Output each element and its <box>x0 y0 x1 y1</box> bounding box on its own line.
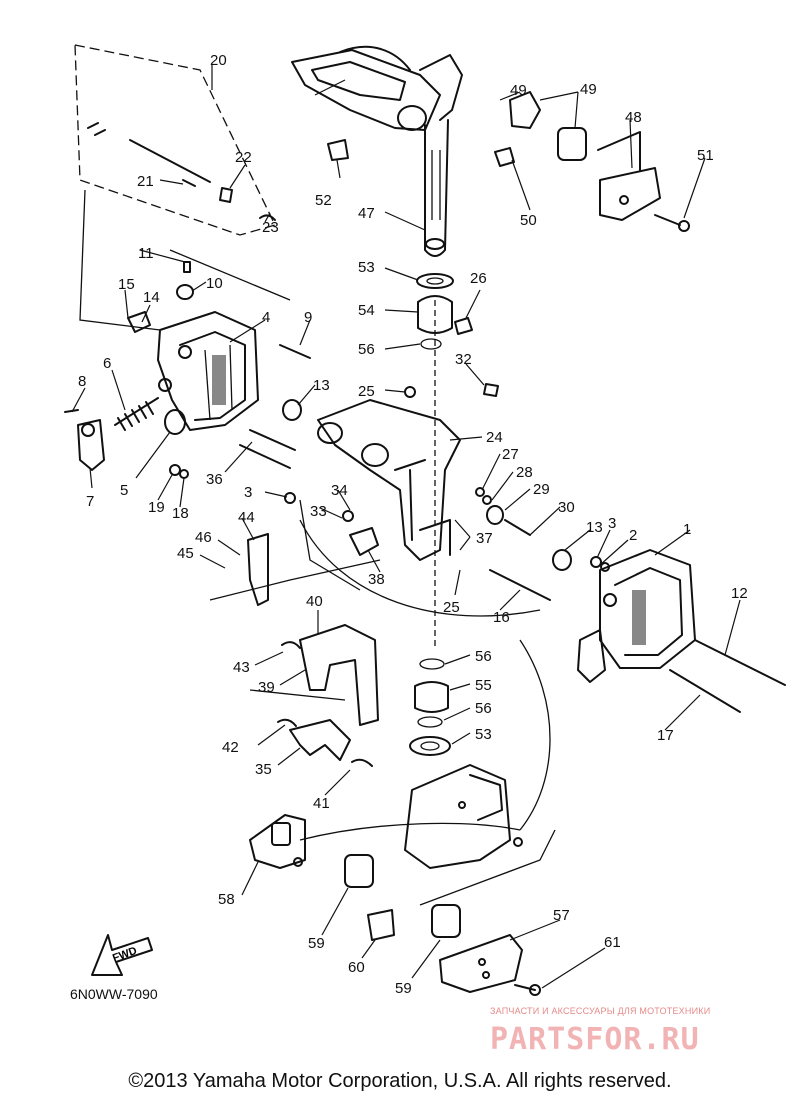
part-label-17: 17 <box>657 727 674 744</box>
part-label-56b: 56 <box>475 648 492 665</box>
part-label-56c: 56 <box>475 700 492 717</box>
part-label-27: 27 <box>502 446 519 463</box>
part-label-22: 22 <box>235 149 252 166</box>
part-label-48: 48 <box>625 109 642 126</box>
part-label-8: 8 <box>78 373 86 390</box>
leader-lines <box>71 65 741 989</box>
part-label-42: 42 <box>222 739 239 756</box>
part-label-12: 12 <box>731 585 748 602</box>
part-label-40: 40 <box>306 593 323 610</box>
part-label-14: 14 <box>143 289 160 306</box>
part-label-9: 9 <box>304 309 312 326</box>
part-label-59b: 59 <box>395 980 412 997</box>
part-label-57: 57 <box>553 907 570 924</box>
clamp-bracket-starboard <box>577 549 696 683</box>
part-label-26: 26 <box>470 270 487 287</box>
part-label-55: 55 <box>475 677 492 694</box>
part-label-39: 39 <box>258 679 275 696</box>
part-label-29: 29 <box>533 481 550 498</box>
part-label-50: 49 <box>510 82 527 99</box>
lower-bushings <box>409 658 451 756</box>
part-label-53a: 53 <box>358 259 375 276</box>
part-label-41: 41 <box>313 795 330 812</box>
part-label-58: 58 <box>218 891 235 908</box>
part-label-45: 45 <box>177 545 194 562</box>
part-label-3b: 3 <box>608 515 616 532</box>
assembly-outlines <box>74 44 556 906</box>
swivel-bracket <box>317 399 461 561</box>
part-label-5: 5 <box>120 482 128 499</box>
part-label-28: 28 <box>516 464 533 481</box>
clamp-bracket-port <box>157 311 259 431</box>
part-label-47: 47 <box>358 205 375 222</box>
part-label-53b: 53 <box>475 726 492 743</box>
part-label-32: 32 <box>455 351 472 368</box>
part-label-25a: 25 <box>358 383 375 400</box>
part-label-51: 51 <box>697 147 714 164</box>
part-label-54: 54 <box>358 302 375 319</box>
part-label-34: 34 <box>331 482 348 499</box>
upper-bushings <box>416 273 473 350</box>
part-label-61: 61 <box>604 934 621 951</box>
part-label-10: 10 <box>206 275 223 292</box>
fwd-arrow: FWD <box>91 934 153 976</box>
part-label-37: 37 <box>476 530 493 547</box>
part-label-19: 19 <box>148 499 165 516</box>
tiller-handle <box>291 45 463 257</box>
part-label-4: 4 <box>262 309 270 326</box>
part-label-24: 24 <box>486 429 503 446</box>
part-label-23: 23 <box>262 219 279 236</box>
part-label-3a: 3 <box>244 484 252 501</box>
part-label-11: 11 <box>138 245 154 262</box>
part-labels: 20 22 21 23 11 10 15 14 4 9 13 6 8 7 5 1… <box>78 52 748 997</box>
part-label-35: 35 <box>255 761 272 778</box>
part-label-15: 15 <box>118 276 135 293</box>
part-label-13b: 13 <box>586 519 603 536</box>
part-label-25b: 25 <box>443 599 460 616</box>
part-label-60: 60 <box>348 959 365 976</box>
part-label-49: 49 <box>580 81 597 98</box>
lower-housing <box>404 764 511 869</box>
document-code: 6N0WW-7090 <box>70 986 158 1002</box>
bolts-rods <box>64 122 786 713</box>
part-label-33: 33 <box>310 503 327 520</box>
part-label-6: 6 <box>103 355 111 372</box>
part-label-18: 18 <box>172 505 189 522</box>
part-label-16: 16 <box>493 609 510 626</box>
tilt-lock-parts <box>247 527 379 767</box>
copyright-notice: ©2013 Yamaha Motor Corporation, U.S.A. A… <box>128 1070 672 1092</box>
grip-parts <box>327 91 690 232</box>
watermark-caption: ЗАПЧАСТИ И АКСЕССУАРЫ ДЛЯ МОТОТЕХНИКИ <box>490 1006 711 1016</box>
watermark-logo: PARTSFOR.RU <box>490 1022 700 1057</box>
part-label-59a: 59 <box>308 935 325 952</box>
part-label-20: 20 <box>210 52 227 69</box>
fwd-label: FWD <box>111 945 139 965</box>
part-label-30: 30 <box>558 499 575 516</box>
part-label-38: 38 <box>368 571 385 588</box>
part-label-21: 21 <box>137 173 154 190</box>
part-label-50-lower: 50 <box>520 212 537 229</box>
part-label-7: 7 <box>86 493 94 510</box>
part-label-43: 43 <box>233 659 250 676</box>
part-label-52: 52 <box>315 192 332 209</box>
bottom-parts <box>249 814 541 996</box>
part-label-36: 36 <box>206 471 223 488</box>
part-label-2: 2 <box>629 527 637 544</box>
part-label-1: 1 <box>683 521 691 538</box>
part-label-56a: 56 <box>358 341 375 358</box>
part-label-13a: 13 <box>313 377 330 394</box>
part-label-44: 44 <box>238 509 255 526</box>
part-label-46: 46 <box>195 529 212 546</box>
